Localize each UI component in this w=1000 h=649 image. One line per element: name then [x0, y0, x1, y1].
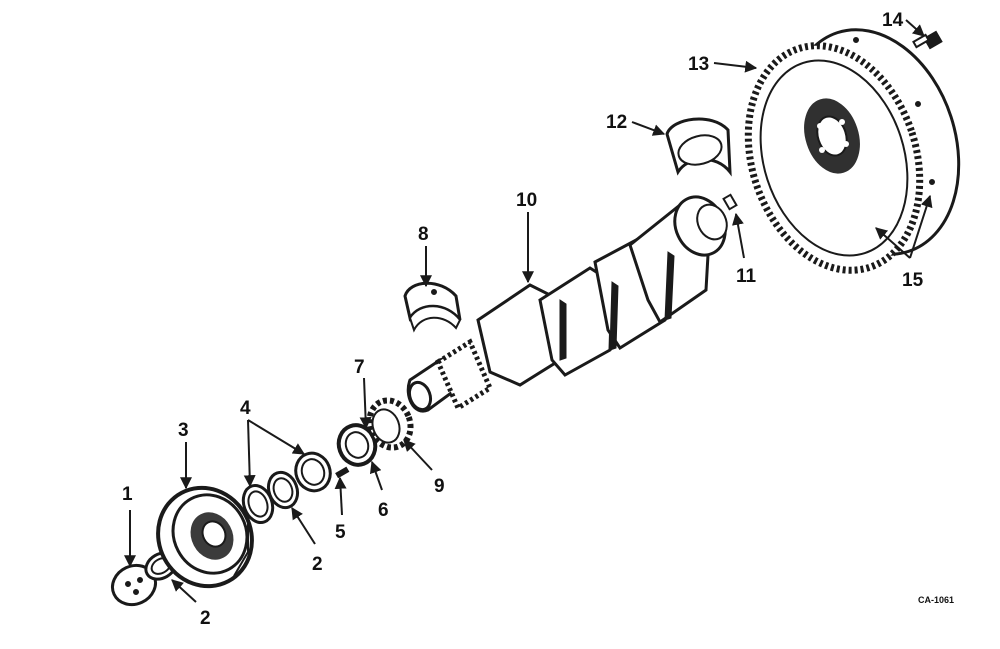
- callout-13: 13: [688, 54, 709, 75]
- part-ring-4b: [294, 451, 332, 493]
- callout-14: 14: [882, 10, 904, 31]
- part-pulley-damper: [156, 485, 254, 589]
- callout-9: 9: [434, 476, 445, 497]
- leader-lines: [124, 19, 933, 603]
- part-bolt: [912, 30, 943, 50]
- callout-2-front: 2: [200, 608, 211, 629]
- callout-3: 3: [178, 420, 189, 441]
- callout-6: 6: [378, 500, 389, 521]
- callout-7: 7: [354, 357, 365, 378]
- callout-1: 1: [122, 484, 133, 505]
- callout-4: 4: [240, 398, 251, 419]
- callout-12: 12: [606, 112, 627, 133]
- part-seal-ring-rear: [266, 470, 300, 510]
- callout-10: 10: [516, 190, 537, 211]
- callout-15: 15: [902, 270, 924, 291]
- callout-8: 8: [418, 224, 429, 245]
- part-flywheel: [744, 28, 961, 274]
- part-crank-gear: [366, 397, 414, 451]
- callout-labels: 1 2 2 3 4 5 6 7 8 9 10 11 12 13 14 15: [122, 10, 924, 629]
- part-crankshaft: [406, 195, 728, 413]
- part-dowel-pin: [722, 193, 738, 211]
- callout-2-rear: 2: [312, 554, 323, 575]
- drawing-code: CA-1061: [918, 595, 954, 605]
- part-key: [335, 466, 350, 479]
- part-sleeve: [336, 423, 378, 467]
- part-bearing-shell-upper: [403, 281, 462, 333]
- callout-5: 5: [335, 522, 346, 543]
- part-bearing-rear: [665, 117, 732, 177]
- callout-11: 11: [736, 266, 757, 287]
